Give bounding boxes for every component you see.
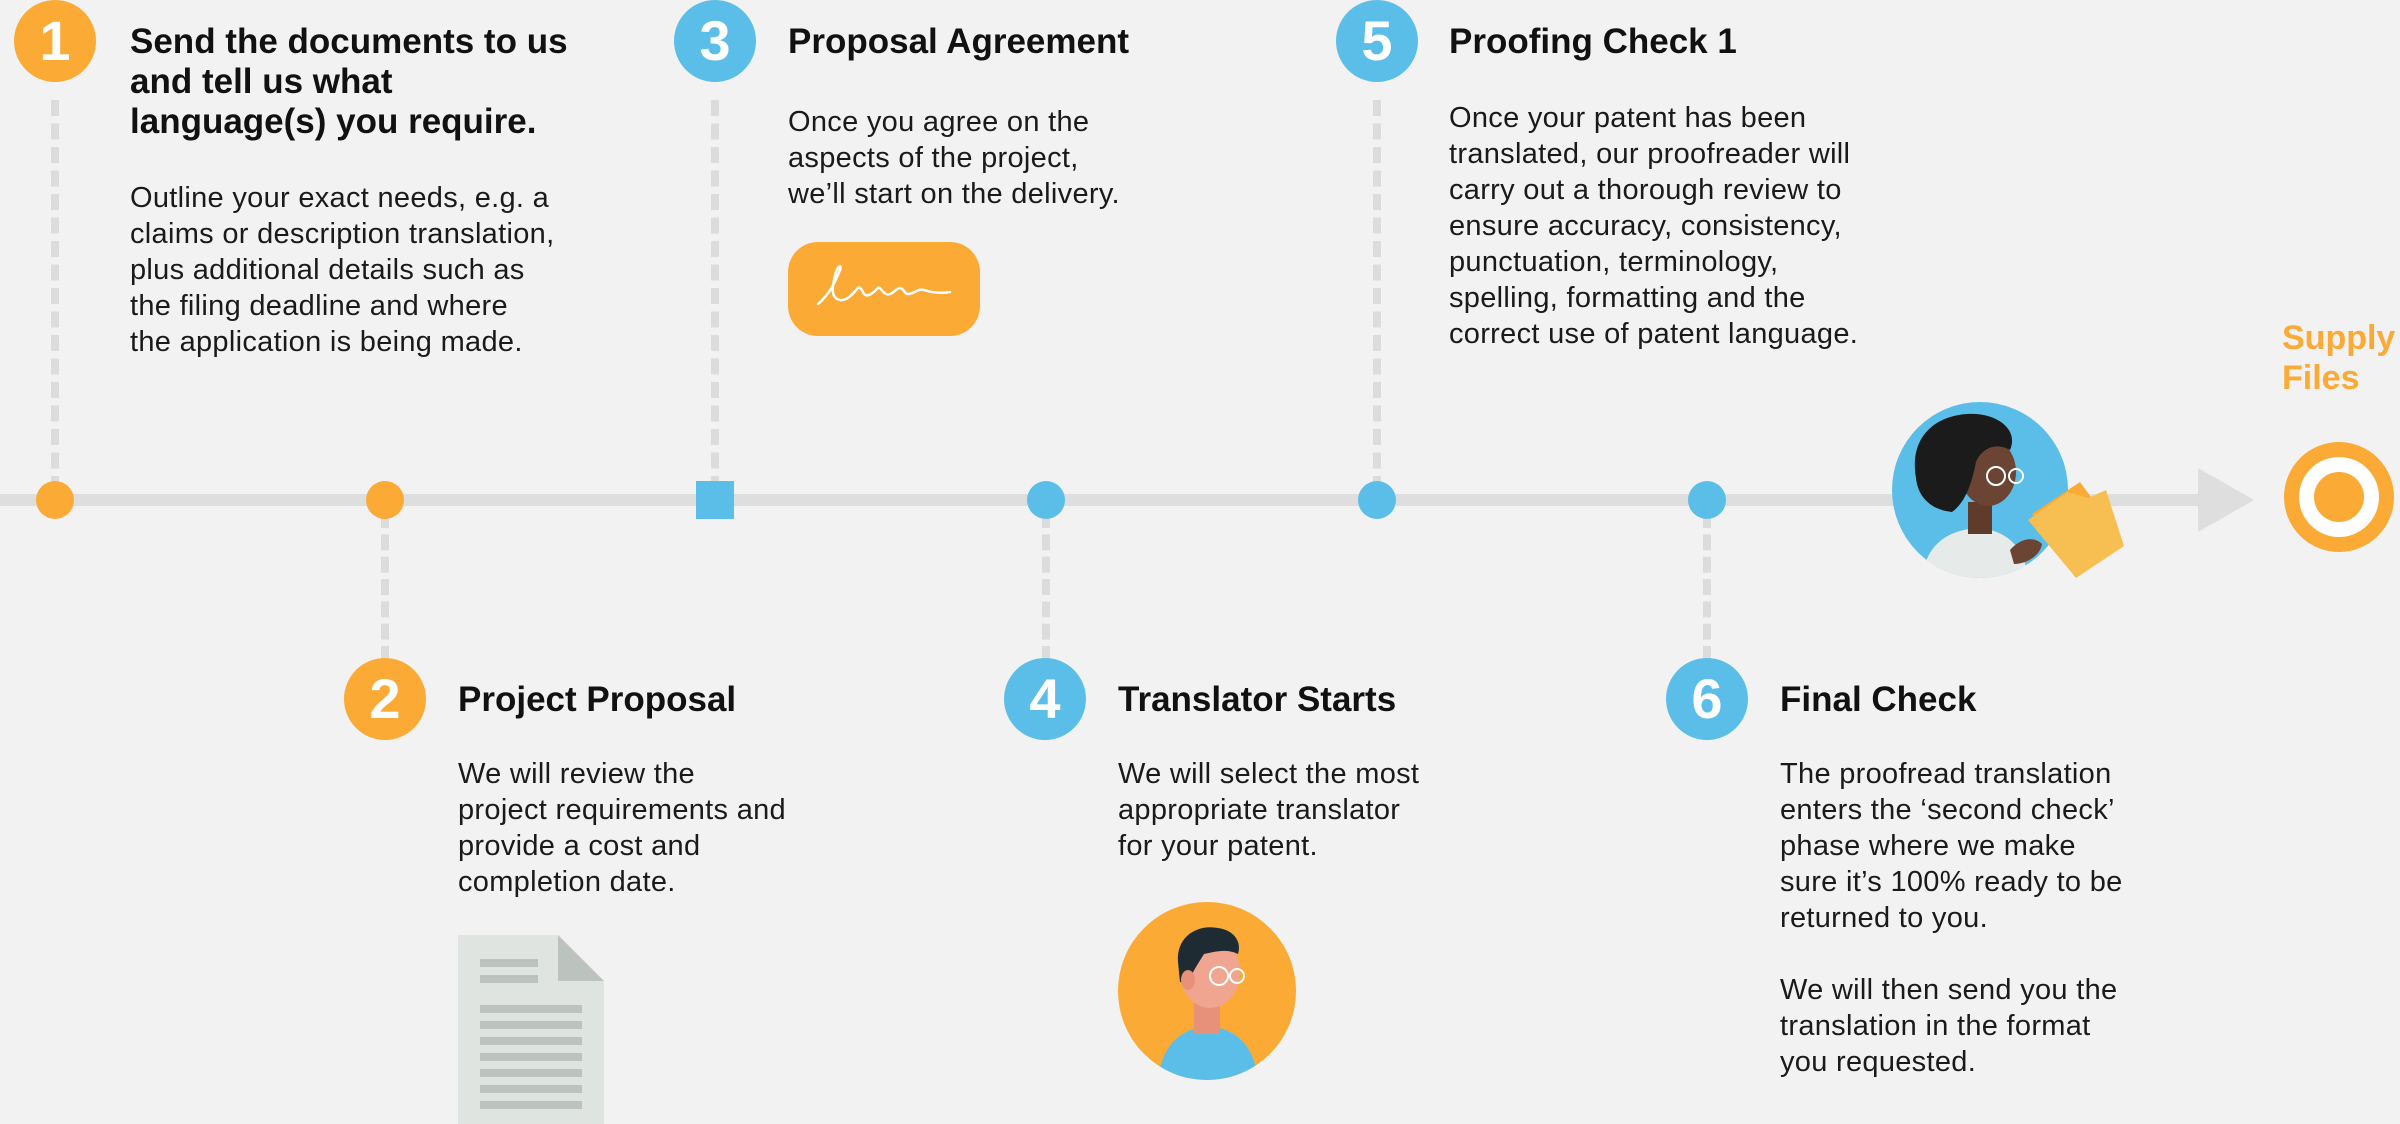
step-6-body: The proofread translation enters the ‘se… <box>1780 758 2123 1078</box>
step-1-badge: 1 <box>14 0 96 82</box>
translator-avatar-icon <box>1118 902 1296 1080</box>
signature-icon <box>788 242 980 336</box>
step-3-badge: 3 <box>674 0 756 82</box>
timeline-marker-6 <box>1688 481 1726 519</box>
document-icon <box>458 935 604 1124</box>
step-2-badge: 2 <box>344 658 426 740</box>
connector-3 <box>711 100 719 492</box>
step-5-title: Proofing Check 1 <box>1449 22 1737 61</box>
connector-1 <box>51 100 59 492</box>
connector-5 <box>1373 100 1381 492</box>
timeline-marker-1 <box>36 481 74 519</box>
step-5-body: Once your patent has been translated, ou… <box>1449 102 1859 350</box>
step-6-title: Final Check <box>1780 680 1977 719</box>
step-4-badge: 4 <box>1004 658 1086 740</box>
timeline-marker-5 <box>1358 481 1396 519</box>
step-3-title: Proposal Agreement <box>788 22 1130 61</box>
step-4-body: We will select the most appropriate tran… <box>1118 758 1420 862</box>
step-6-badge: 6 <box>1666 658 1748 740</box>
proofreader-avatar-icon <box>1892 402 2124 578</box>
connector-4 <box>1042 512 1050 662</box>
step-2-title: Project Proposal <box>458 680 737 719</box>
timeline-marker-4 <box>1027 481 1065 519</box>
step-3-body: Once you agree on the aspects of the pro… <box>788 106 1120 210</box>
connector-6 <box>1703 512 1711 662</box>
step-1-body: Outline your exact needs, e.g. a claims … <box>130 182 555 358</box>
timeline-track <box>0 494 2200 506</box>
step-1-title: Send the documents to us and tell us wha… <box>130 22 568 141</box>
step-2-body: We will review the project requirements … <box>458 758 786 898</box>
timeline-marker-3 <box>696 481 734 519</box>
supply-files-label: Supply Files <box>2282 319 2396 397</box>
timeline-marker-2 <box>366 481 404 519</box>
connector-2 <box>381 512 389 662</box>
step-5-badge: 5 <box>1336 0 1418 82</box>
arrow-right-icon <box>2198 468 2254 532</box>
target-icon <box>2284 442 2394 552</box>
step-4-title: Translator Starts <box>1118 680 1397 719</box>
target-center <box>2314 472 2364 522</box>
